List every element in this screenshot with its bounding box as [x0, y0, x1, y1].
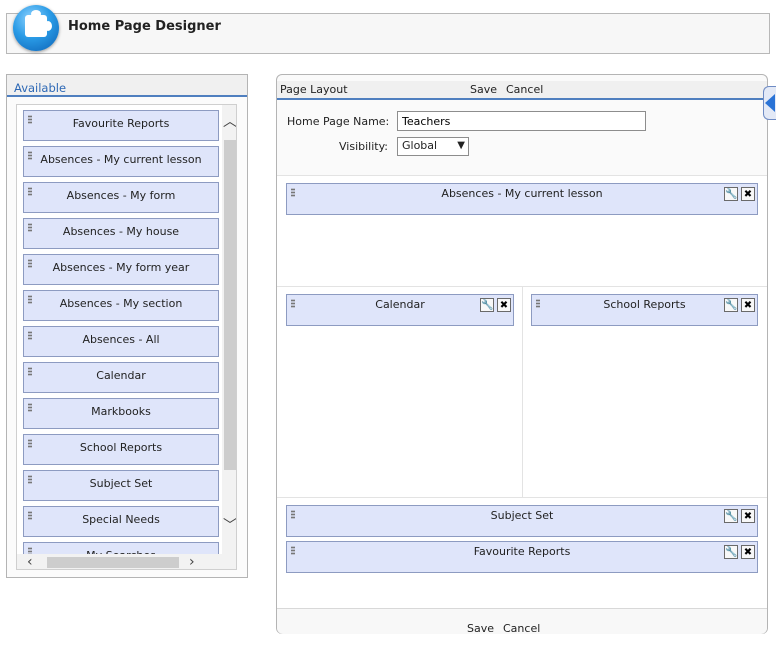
drag-handle-icon[interactable] [28, 115, 32, 124]
available-item[interactable]: Markbooks [23, 398, 219, 429]
drag-handle-icon[interactable] [536, 299, 540, 308]
drag-handle-icon[interactable] [28, 439, 32, 448]
collapse-panel-tab[interactable] [763, 86, 776, 120]
drag-handle-icon[interactable] [291, 510, 295, 519]
page-layout-panel: Page Layout Save Cancel Home Page Name: … [276, 74, 768, 635]
available-item[interactable]: Calendar [23, 362, 219, 393]
drag-handle-icon[interactable] [28, 223, 32, 232]
drag-handle-icon[interactable] [28, 511, 32, 520]
vertical-scrollbar[interactable]: ︿ ﹀ [222, 105, 237, 554]
wrench-icon[interactable]: 🔧 [724, 545, 738, 559]
arrow-left-icon [765, 94, 775, 112]
close-icon[interactable]: ✖ [741, 298, 755, 312]
available-item[interactable]: Favourite Reports [23, 110, 219, 141]
wrench-icon[interactable]: 🔧 [480, 298, 494, 312]
layout-widget[interactable]: School Reports 🔧 ✖ [531, 294, 758, 326]
close-icon[interactable]: ✖ [741, 509, 755, 523]
drag-handle-icon[interactable] [28, 187, 32, 196]
available-item[interactable]: Absences - My house [23, 218, 219, 249]
layout-widget[interactable]: Favourite Reports 🔧 ✖ [286, 541, 758, 573]
drag-handle-icon[interactable] [28, 331, 32, 340]
horizontal-scroll-thumb[interactable] [47, 557, 179, 568]
layout-widget[interactable]: Subject Set 🔧 ✖ [286, 505, 758, 537]
scroll-up-icon[interactable]: ︿ [223, 114, 237, 130]
drag-handle-icon[interactable] [28, 367, 32, 376]
scroll-right-icon[interactable]: › [189, 554, 195, 570]
cancel-button[interactable]: Cancel [506, 83, 544, 96]
available-item[interactable]: Absences - All [23, 326, 219, 357]
cancel-button[interactable]: Cancel [503, 622, 541, 635]
drag-handle-icon[interactable] [28, 403, 32, 412]
drag-handle-icon[interactable] [28, 547, 32, 556]
close-icon[interactable]: ✖ [741, 545, 755, 559]
visibility-label: Visibility: [339, 140, 389, 153]
home-page-name-input[interactable] [397, 111, 646, 131]
available-item[interactable]: Subject Set [23, 470, 219, 501]
layout-widget[interactable]: Calendar 🔧 ✖ [286, 294, 514, 326]
close-icon[interactable]: ✖ [497, 298, 511, 312]
save-button[interactable]: Save [470, 83, 498, 96]
layout-widget[interactable]: Absences - My current lesson 🔧 ✖ [286, 183, 758, 215]
available-item[interactable]: Absences - My form [23, 182, 219, 213]
visibility-select[interactable]: Global ▼ [397, 137, 469, 156]
close-icon[interactable]: ✖ [741, 187, 755, 201]
available-item[interactable]: Absences - My form year [23, 254, 219, 285]
available-widget-list[interactable]: Favourite Reports Absences - My current … [16, 104, 237, 570]
puzzle-icon [13, 5, 59, 51]
app-title: Home Page Designer [68, 19, 221, 34]
available-panel: Available Favourite Reports Absences - M… [6, 74, 248, 578]
page-layout-header [277, 81, 767, 100]
wrench-icon[interactable]: 🔧 [724, 187, 738, 201]
drag-handle-icon[interactable] [291, 188, 295, 197]
wrench-icon[interactable]: 🔧 [724, 298, 738, 312]
home-page-name-label: Home Page Name: [287, 115, 390, 128]
wrench-icon[interactable]: 🔧 [724, 509, 738, 523]
drag-handle-icon[interactable] [291, 546, 295, 555]
drag-handle-icon[interactable] [28, 475, 32, 484]
page-layout-footer [277, 608, 767, 634]
available-panel-title: Available [14, 81, 67, 95]
scroll-left-icon[interactable]: ‹ [27, 554, 33, 570]
available-item[interactable]: Absences - My current lesson [23, 146, 219, 177]
available-panel-header [7, 75, 247, 97]
drag-handle-icon[interactable] [28, 295, 32, 304]
available-item[interactable]: Special Needs [23, 506, 219, 537]
drag-handle-icon[interactable] [28, 259, 32, 268]
chevron-down-icon: ▼ [457, 140, 465, 151]
save-button[interactable]: Save [467, 622, 495, 635]
page-layout-title: Page Layout [280, 83, 348, 96]
available-item[interactable]: Absences - My section [23, 290, 219, 321]
drag-handle-icon[interactable] [28, 151, 32, 160]
vertical-scroll-thumb[interactable] [224, 140, 236, 470]
drag-handle-icon[interactable] [291, 299, 295, 308]
horizontal-scrollbar[interactable]: ‹ › [17, 554, 236, 570]
app-header [6, 13, 770, 54]
available-item[interactable]: School Reports [23, 434, 219, 465]
scroll-down-icon[interactable]: ﹀ [223, 518, 237, 534]
